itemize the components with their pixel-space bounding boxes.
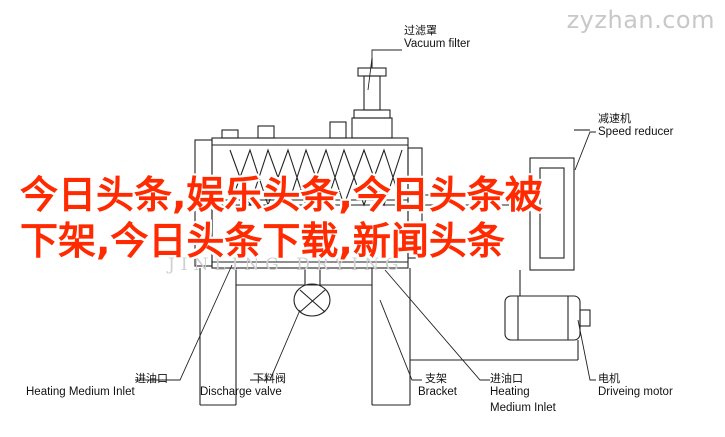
driving-motor-label-en: Driveing motor: [598, 386, 673, 398]
heating-inlet-left-label-cn: 进油口: [135, 372, 168, 385]
motor-shape: [504, 295, 591, 341]
leader-lines: [135, 49, 596, 381]
frame-shape: [199, 268, 579, 406]
site-watermark: zyzhan.com: [566, 6, 715, 34]
ghost-watermark: JINLING DRYING: [168, 255, 405, 275]
speed-reducer-label-en: Speed reducer: [598, 126, 674, 138]
heating-inlet-right-label-cn: 进油口: [490, 372, 523, 385]
discharge-valve-label-en: Discharge valve: [200, 386, 282, 398]
heating-inlet-right-label-en2: Medium Inlet: [490, 402, 556, 414]
speed-reducer-shape: [529, 129, 590, 271]
bracket-label-cn: 支架: [425, 372, 447, 385]
discharge-valve-label-cn: 下料阀: [253, 372, 286, 385]
heating-inlet-right-label-en1: Heating: [490, 386, 530, 398]
headline-line-2: 下架,今日头条下载,新闻头条: [20, 219, 505, 263]
vacuum-filter-shape: [353, 58, 391, 119]
vessel-body: [194, 137, 423, 269]
vacuum-filter-label-cn: 过滤罩: [404, 24, 437, 37]
speed-reducer-label-cn: 减速机: [598, 112, 631, 125]
discharge-valve-shape: [293, 268, 331, 317]
bracket-label-en: Bracket: [418, 386, 457, 398]
headline-overlay: 今日头条,娱乐头条,今日头条被 下架,今日头条下载,新闻头条: [20, 172, 710, 264]
vacuum-filter-label-en: Vacuum filter: [404, 38, 471, 50]
headline-line-1: 今日头条,娱乐头条,今日头条被: [20, 173, 543, 217]
drive-shaft: [422, 194, 530, 206]
driving-motor-label-cn: 电机: [598, 372, 620, 385]
heating-inlet-left-label-en: Heating Medium Inlet: [26, 386, 135, 398]
top-flanges: [221, 117, 393, 139]
